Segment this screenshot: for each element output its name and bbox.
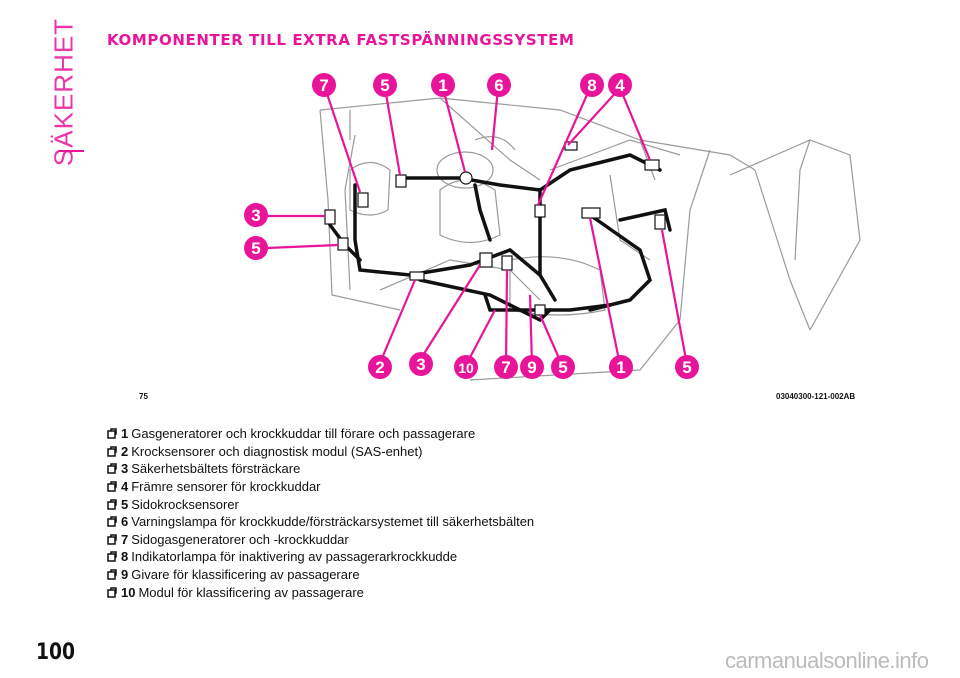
- callout-label: 5: [251, 239, 260, 258]
- callout-label: 1: [616, 358, 625, 377]
- callout-label: 3: [416, 355, 425, 374]
- callouts: 7 5 1 6 8 4 3 5 2 3 10 7 9 5: [244, 73, 699, 379]
- figure-number: 75: [139, 392, 148, 401]
- section-label: SÄKERHET: [48, 17, 79, 167]
- legend-number: 1: [121, 426, 129, 442]
- page-heading: KOMPONENTER TILL EXTRA FASTSPÄNNINGSSYST…: [107, 31, 575, 49]
- callout-label: 6: [494, 76, 503, 95]
- watermark: carmanualsonline.info: [725, 648, 929, 673]
- bullet-icon: [107, 446, 117, 457]
- legend-number: 2: [121, 443, 129, 459]
- legend-number: 3: [121, 461, 129, 477]
- legend-text: Sidogasgeneratorer och -krockkuddar: [131, 531, 349, 547]
- legend-number: 4: [121, 479, 129, 495]
- callout-label: 5: [558, 358, 567, 377]
- legend-number: 9: [121, 567, 129, 583]
- legend-number: 7: [121, 531, 129, 547]
- leader-lines: [266, 87, 689, 366]
- legend-number: 10: [121, 584, 136, 600]
- callout-label: 5: [682, 358, 691, 377]
- callout-label: 4: [615, 76, 625, 95]
- wiring-harness: [328, 153, 672, 323]
- legend-text: Indikatorlampa för inaktivering av passa…: [131, 549, 458, 565]
- bullet-icon: [107, 428, 117, 440]
- figure-code: 03040300-121-002AB: [776, 392, 856, 401]
- callout-label: 3: [251, 206, 260, 225]
- car-interior-illustration: 7 5 1 6 8 4 3 5 2 3 10 7 9 5: [244, 73, 861, 381]
- bullet-icon: [107, 534, 117, 545]
- legend-text: Säkerhetsbältets försträckare: [131, 461, 301, 477]
- callout-label: 5: [380, 76, 389, 95]
- car-outline: [319, 97, 861, 381]
- legend-text: Främre sensorer för krockkuddar: [131, 479, 321, 495]
- bullet-icon: [107, 586, 117, 598]
- airbag-diagram: 7 5 1 6 8 4 3 5 2 3 10 7 9 5: [210, 60, 880, 390]
- callout-label: 2: [375, 358, 384, 377]
- legend-number: 5: [121, 496, 129, 512]
- page-number: 100: [36, 640, 76, 665]
- bullet-icon: [107, 516, 117, 528]
- callout-label: 10: [458, 360, 474, 376]
- callout-label: 9: [527, 358, 536, 377]
- legend-text: Sidokrocksensorer: [131, 496, 239, 512]
- callout-label: 7: [501, 358, 510, 377]
- legend-text: Gasgeneratorer och krockkuddar till föra…: [131, 426, 476, 442]
- callout-label: 7: [319, 76, 328, 95]
- bullet-icon: [107, 498, 117, 510]
- legend-number: 6: [121, 514, 129, 530]
- bullet-icon: [107, 551, 117, 563]
- bullet-icon: [107, 463, 117, 475]
- callout-label: 1: [438, 76, 447, 95]
- bullet-icon: [107, 569, 117, 580]
- legend-text: Varningslampa för krockkudde/försträckar…: [131, 514, 535, 530]
- components: [324, 141, 666, 316]
- legend-text: Krocksensorer och diagnostisk modul (SAS…: [131, 443, 423, 459]
- section-divider: [58, 150, 84, 152]
- legend-number: 8: [121, 549, 129, 565]
- callout-label: 8: [587, 76, 596, 95]
- bullet-icon: [107, 481, 117, 492]
- legend-text: Givare för klassificering av passagerare: [131, 567, 360, 583]
- legend-text: Modul för klassificering av passagerare: [138, 584, 364, 600]
